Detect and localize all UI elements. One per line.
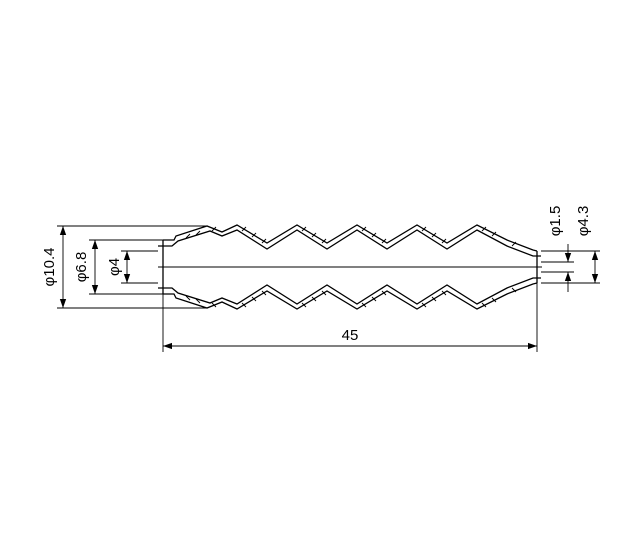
lower-inner-wall — [163, 277, 537, 305]
right-dimensions: φ1.5 φ4.3 — [541, 206, 600, 292]
label-end-diameter: φ4.3 — [575, 206, 592, 237]
left-dimensions: φ10.4 φ6.8 φ4 — [41, 225, 207, 309]
upper-inner-wall — [163, 229, 537, 257]
wall-hatching — [185, 226, 517, 308]
upper-outer-wall — [163, 224, 538, 252]
label-mid-diameter: φ6.8 — [73, 252, 90, 283]
label-inner-diameter: φ4 — [106, 258, 123, 276]
bellows-body — [158, 224, 542, 310]
label-outer-diameter: φ10.4 — [41, 248, 58, 287]
length-dimension: 45 — [162, 283, 538, 352]
lower-outer-wall — [163, 282, 538, 310]
label-end-small-diameter: φ1.5 — [547, 206, 564, 237]
label-length: 45 — [342, 327, 359, 344]
